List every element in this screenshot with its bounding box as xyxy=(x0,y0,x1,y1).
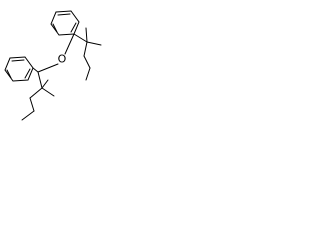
lower-ring-outline xyxy=(4,56,34,82)
lower-chain-bond-2 xyxy=(29,97,35,112)
upper-ring-double-bond-3 xyxy=(52,23,58,33)
upper-phenyl-ring xyxy=(50,10,80,36)
chemical-structure: O xyxy=(4,10,102,121)
lower-chain-bond-3 xyxy=(21,110,35,121)
lower-quaternary-bond xyxy=(37,71,43,89)
lower-phenyl-ring xyxy=(4,56,34,82)
lower-ring-double-bond-3 xyxy=(6,69,12,79)
upper-methyl-bond-2 xyxy=(86,41,102,46)
upper-chain-bond-1 xyxy=(83,41,88,57)
upper-ring-double-bond-2 xyxy=(70,22,77,33)
upper-alkyl-chain xyxy=(73,27,102,81)
upper-ring-double-bond-1 xyxy=(57,13,71,16)
lower-ring-double-bond-2 xyxy=(24,68,31,79)
upper-chain-bond-2 xyxy=(83,55,91,69)
upper-to-oxygen-bond xyxy=(64,33,75,55)
lower-alkyl-chain xyxy=(21,67,55,121)
oxygen-atom-label: O xyxy=(58,53,67,66)
lower-methyl-bond-1 xyxy=(41,79,49,89)
upper-chain-bond-3 xyxy=(85,67,91,81)
lower-ring-to-quaternary-bond xyxy=(32,67,39,73)
oxygen-to-lower-bond xyxy=(37,63,59,73)
lower-chain-bond-1 xyxy=(29,87,43,99)
upper-methyl-bond-1 xyxy=(85,27,88,43)
lower-methyl-bond-2 xyxy=(41,87,55,97)
lower-ring-double-bond-1 xyxy=(11,59,25,62)
upper-ring-to-quaternary-bond xyxy=(73,33,88,43)
